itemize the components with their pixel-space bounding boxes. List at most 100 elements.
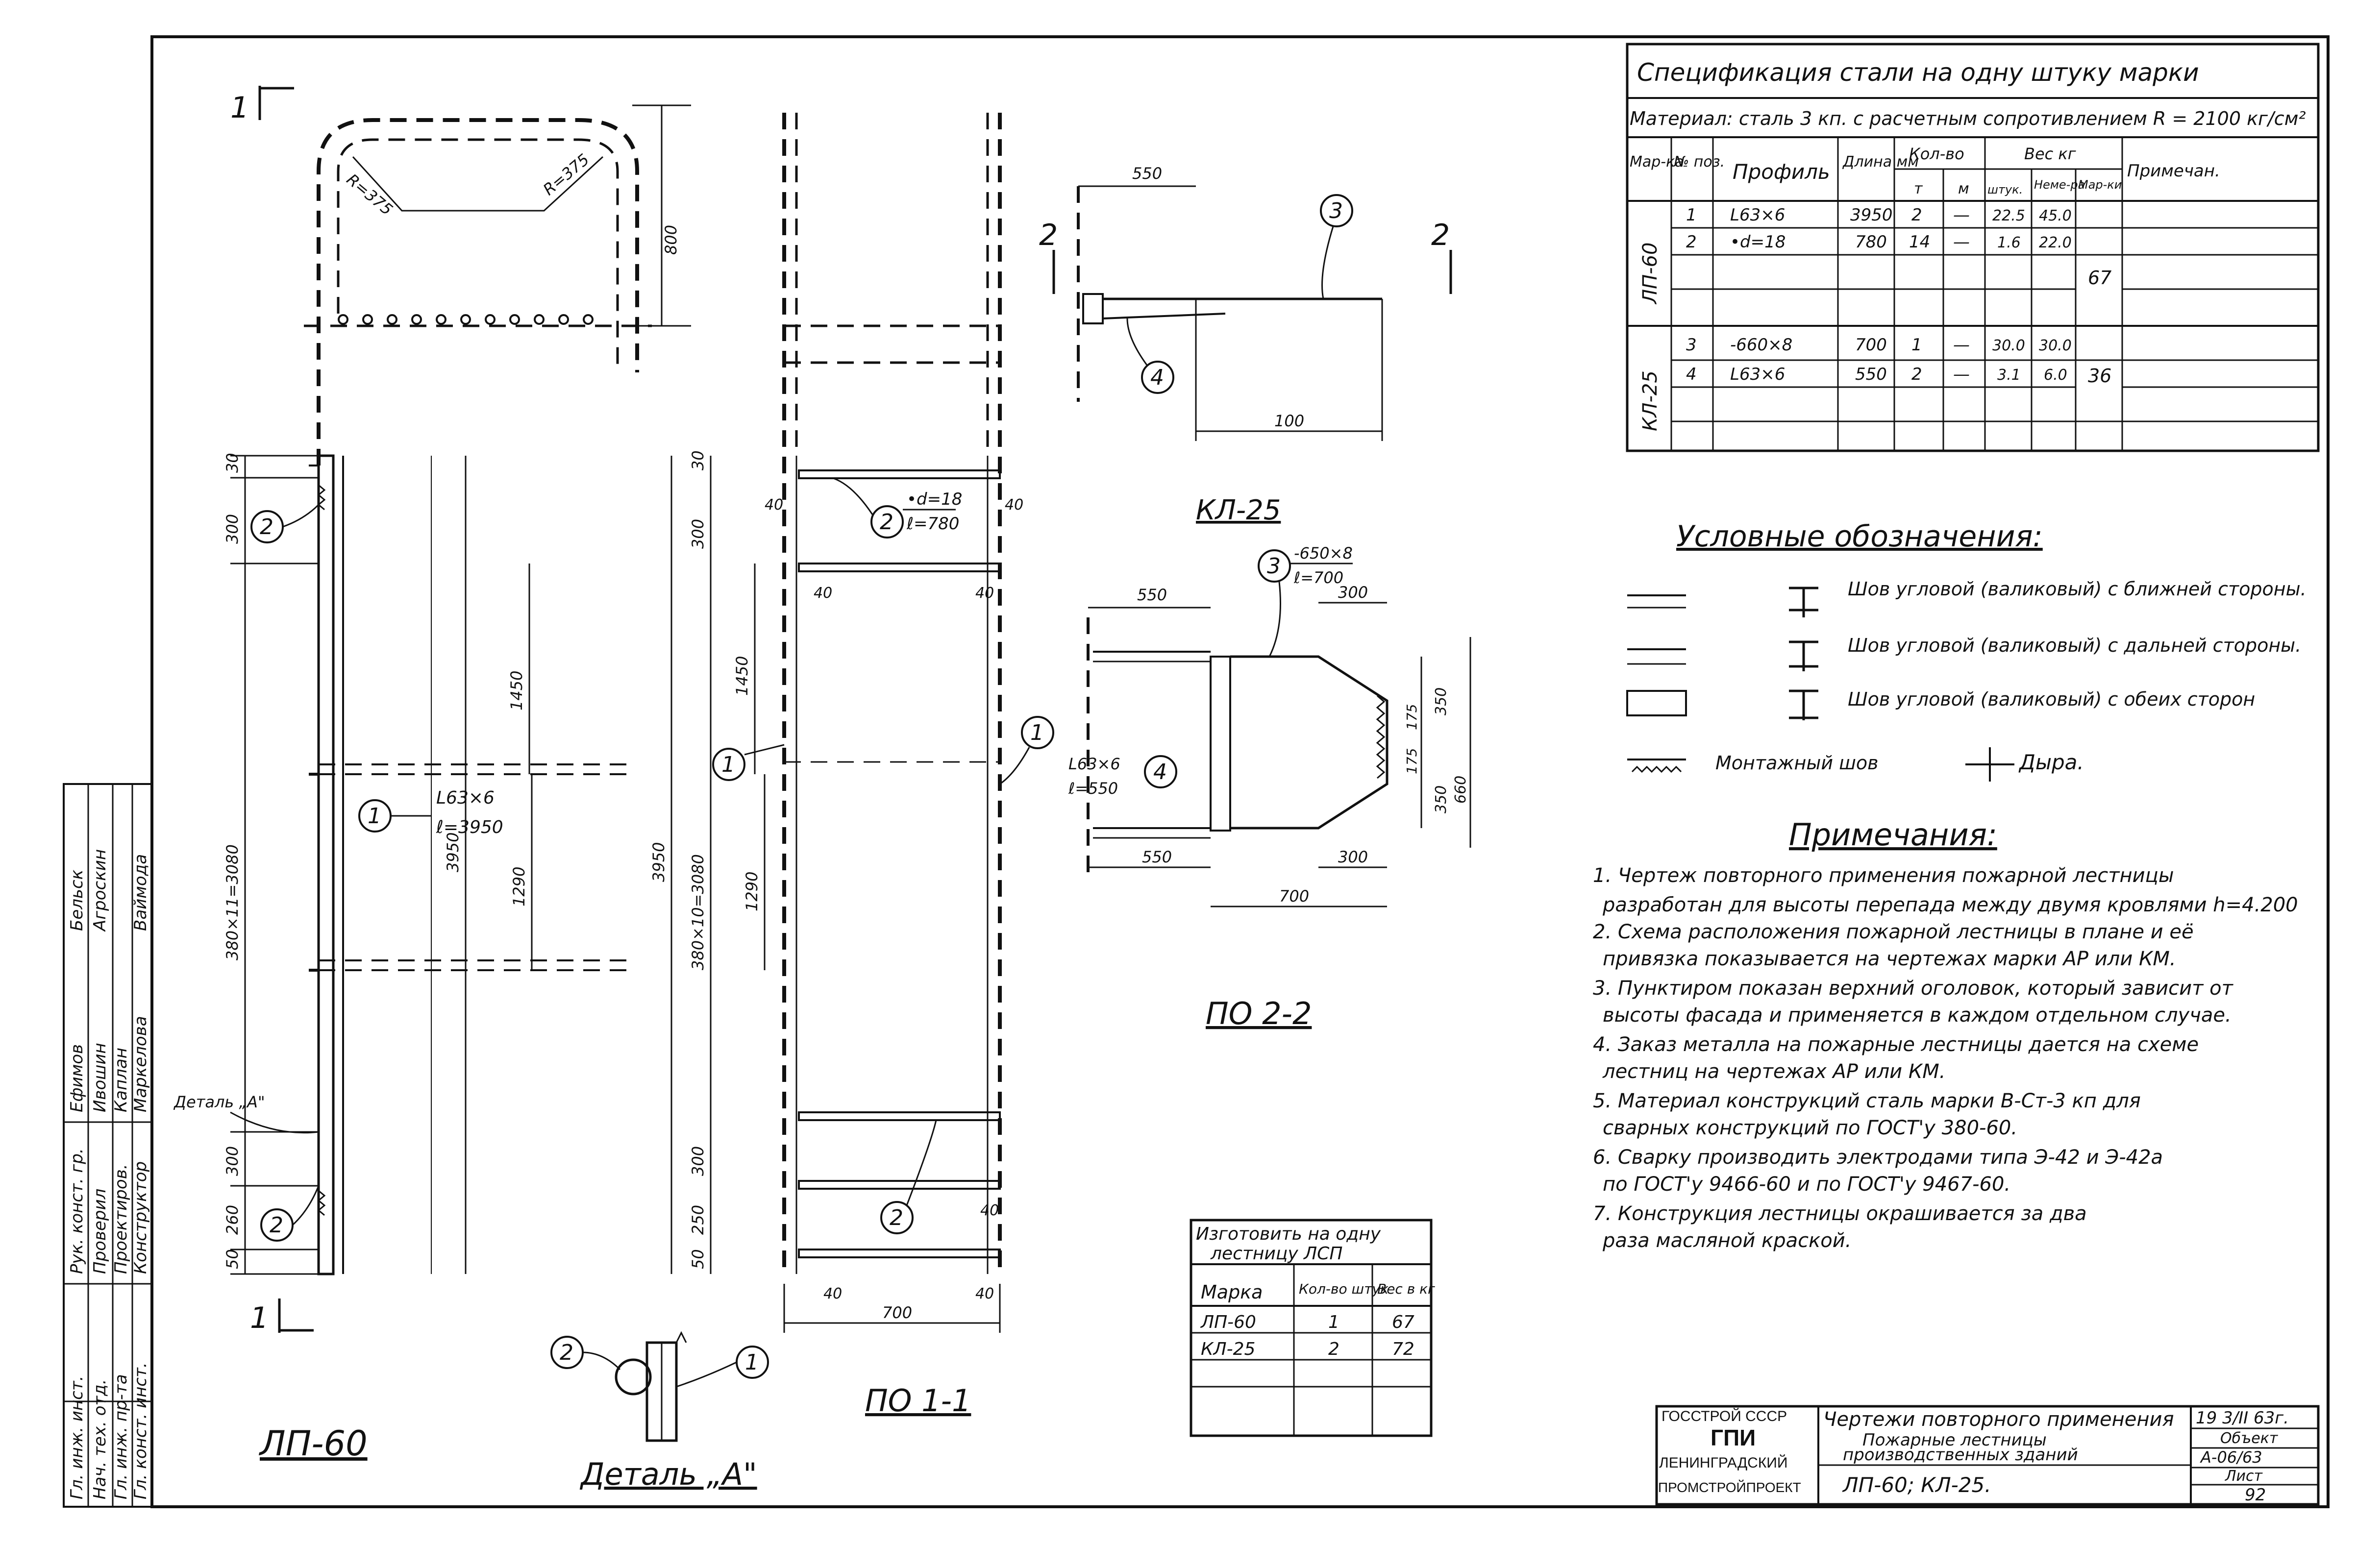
spec-h-w-mark: Мар-ки — [2078, 178, 2122, 192]
tb-date: 19 3/II 63г. — [2196, 1408, 2289, 1428]
dim-175-a: 175 — [1404, 704, 1420, 730]
spec-r3-pos: 3 — [1686, 335, 1697, 355]
stamp-role-7: Конструктор — [131, 1161, 150, 1274]
stamp-name-0: Бельск — [67, 869, 87, 931]
view-title-s11: ПО 1-1 — [865, 1383, 971, 1419]
legend-item-2: Шов угловой (валиковый) с обеих сторон — [1848, 688, 2255, 710]
callout-3-kl: 3 — [1267, 554, 1281, 579]
section-mark-top: 1 — [230, 91, 249, 125]
dim-300-kl-bottom: 300 — [1338, 848, 1368, 866]
section-mark-2-left: 2 — [1039, 218, 1058, 252]
spec-r4-unit: 3.1 — [1997, 367, 2021, 384]
dim-40-a: 40 — [765, 496, 783, 514]
sheet-frame — [150, 35, 2330, 1508]
spec-h-pos: № поз. — [1673, 153, 1725, 171]
section-mark-bottom: 1 — [250, 1301, 269, 1335]
dim-30-top: 30 — [223, 453, 242, 473]
dim-1290-s11: 1290 — [743, 872, 761, 911]
stamp-role-5: Проверил — [90, 1189, 110, 1274]
spec-r1-t: 2 — [1911, 205, 1922, 225]
note-line-13: раза масляной краской. — [1602, 1229, 1851, 1252]
view-lp60: 1 1 R=375 R=375 800 — [173, 86, 691, 1464]
spec-r2-total: 22.0 — [2039, 234, 2072, 251]
make-title-2: лестницу ЛСП — [1210, 1244, 1342, 1264]
note-line-5: высоты фасада и применяется в каждом отд… — [1603, 1004, 2232, 1027]
tb-subject2: производственных зданий — [1843, 1445, 2078, 1465]
spec-g1-weight: 67 — [2088, 267, 2111, 289]
dim-300-s11: 300 — [689, 519, 707, 549]
spec-r1-length: 3950 — [1850, 205, 1893, 225]
spec-r4-length: 550 — [1855, 365, 1887, 384]
legend-hole: Дыра. — [2018, 750, 2084, 774]
dim-1450-s11: 1450 — [733, 656, 751, 696]
dim-3950-s11: 3950 — [649, 842, 668, 882]
spec-r4-profile: L63×6 — [1730, 365, 1785, 384]
callout-2-detail: 2 — [560, 1340, 573, 1365]
spec-r2-pos: 2 — [1686, 232, 1697, 252]
dim-r375-left: R=375 — [343, 170, 397, 219]
dim-40-g: 40 — [975, 1285, 994, 1302]
spec-r3-profile: -660×8 — [1730, 335, 1792, 355]
label-l780: ℓ=780 — [906, 514, 959, 534]
spec-title: Спецификация стали на одну штуку марки — [1637, 58, 2199, 87]
spec-r1-m: — — [1953, 205, 1970, 225]
tb-sheet: 92 — [2245, 1485, 2266, 1505]
spec-r3-unit: 30.0 — [1992, 337, 2025, 354]
spec-r2-unit: 1.6 — [1997, 234, 2021, 251]
view-kl25: КЛ-25 550 550 700 300 300 350 350 175 17… — [1068, 494, 1471, 1031]
callout-4-top: 4 — [1150, 365, 1164, 390]
dim-250-s11: 250 — [689, 1205, 707, 1235]
spec-r4-t: 2 — [1911, 365, 1922, 384]
note-line-9: сварных конструкций по ГОСТ'у 380-60. — [1603, 1117, 2017, 1139]
spec-h-weight: Вес кг — [2024, 145, 2076, 163]
make-h-qty: Кол-во штук — [1299, 1281, 1389, 1297]
note-line-7: лестниц на чертежах АР или КМ. — [1602, 1060, 1946, 1083]
spec-h-marka: Мар-ка — [1630, 153, 1684, 171]
dim-175-b: 175 — [1404, 748, 1420, 774]
notes-title: Примечания: — [1789, 817, 1997, 853]
make-r1-qty: 1 — [1328, 1312, 1339, 1332]
mount-seam-icon — [1627, 759, 1686, 773]
spec-g2-marka: КЛ-25 — [1639, 370, 1662, 431]
stamp-block: Гл. инж. инст. Нач. тех. отд. Гл. инж. п… — [63, 783, 153, 1508]
spec-r3-m: — — [1953, 335, 1970, 355]
view-title-lp60: ЛП-60 — [258, 1423, 368, 1464]
callout-2-top: 2 — [260, 514, 273, 539]
spec-r3-t: 1 — [1911, 335, 1922, 355]
note-line-12: 7. Конструкция лестницы окрашивается за … — [1593, 1202, 2087, 1225]
tb-subject1: Пожарные лестницы — [1862, 1430, 2047, 1450]
spec-r3-total: 30.0 — [2039, 337, 2072, 354]
spec-h-w-unit: штук. — [1987, 183, 2023, 196]
stamp-role-3: Гл. конст. инст. — [131, 1362, 150, 1499]
dim-260: 260 — [223, 1205, 242, 1235]
spec-r4-m: — — [1953, 365, 1970, 384]
dim-550-top: 550 — [1132, 164, 1162, 183]
dim-350-b: 350 — [1433, 785, 1450, 813]
spec-r1-profile: L63×6 — [1730, 205, 1785, 225]
callout-1-lp: 1 — [368, 804, 381, 829]
spec-r2-m: — — [1953, 232, 1970, 252]
spec-h-profile: Профиль — [1733, 160, 1830, 184]
dim-30-s11: 30 — [689, 450, 707, 470]
note-line-0: 1. Чертеж повторного применения пожарной… — [1593, 864, 2174, 887]
stamp-role-4: Рук. конст. гр. — [67, 1148, 87, 1274]
dim-3950-lp: 3950 — [444, 833, 462, 872]
callout-2-bottom: 2 — [270, 1213, 283, 1238]
stamp-name-4: Ивошин — [90, 1043, 110, 1112]
stamp-role-6: Проектиров. — [111, 1164, 131, 1274]
dim-350-a: 350 — [1433, 687, 1450, 715]
spec-h-length: Длина мм — [1842, 153, 1919, 171]
stamp-role-1: Нач. тех. отд. — [90, 1379, 110, 1500]
stamp-role-2: Гл. инж. пр-та — [111, 1374, 131, 1499]
spec-r2-profile: •d=18 — [1730, 232, 1786, 252]
dim-550-kl-bottom: 550 — [1142, 848, 1172, 866]
stamp-name-5: Каплан — [111, 1048, 131, 1112]
spec-r1-total: 45.0 — [2039, 207, 2072, 224]
dim-550-kl-top: 550 — [1137, 586, 1167, 604]
note-line-1: разработан для высоты перепада между дву… — [1602, 894, 2298, 916]
dim-300-bottom: 300 — [223, 1146, 242, 1176]
view-section-11: 3950 380×10=3080 300 30 300 250 50 1450 … — [649, 113, 1054, 1419]
view-title-s22: ПО 2-2 — [1206, 996, 1312, 1031]
note-line-10: 6. Сварку производить электродами типа Э… — [1593, 1146, 2163, 1169]
spec-r4-pos: 4 — [1686, 365, 1697, 384]
